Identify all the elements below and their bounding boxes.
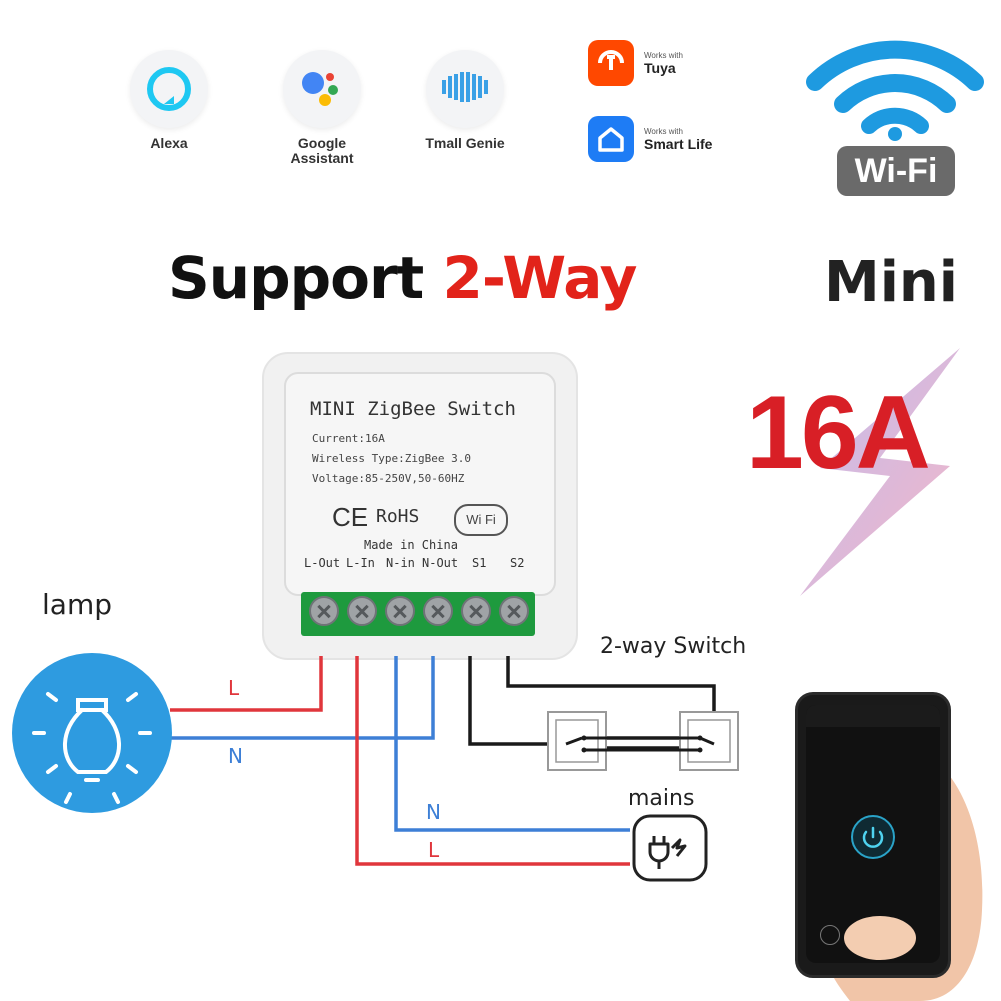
phone-app-header [806,705,940,727]
two-way-switch-icon [547,711,739,771]
google-assistant-badge: Google Assistant [267,50,377,166]
terminal-screw [423,596,453,626]
headline: Support 2-Way [168,244,637,312]
terminal-screw [309,596,339,626]
lamp-label: lamp [42,588,112,621]
terminal-label: N-Out [422,556,459,570]
current-badge: 16A [746,375,931,491]
made-in-china: Made in China [364,538,458,552]
headline-two-way: 2-Way [442,244,637,312]
module-title: MINI ZigBee Switch [310,398,516,420]
mains-label: mains [628,786,695,811]
terminal-label: N-in [386,556,415,570]
wifi-badge-text: Wi-Fi [837,146,955,196]
alexa-label: Alexa [150,135,188,151]
wifi-logo: Wi-Fi [805,22,985,202]
lamp-icon [12,653,172,813]
works-with-tuya: Works with Tuya [588,40,683,86]
wifi-icon [806,40,984,141]
tuya-works-with: Works with [644,50,683,60]
terminal-block [301,592,535,636]
mini-label: Mini [824,250,958,315]
tmall-genie-label: Tmall Genie [425,135,505,151]
rohs-mark: RoHS [376,506,420,527]
live-wire-mains [355,656,630,866]
wire-label-N: N [228,744,243,768]
terminal-screw [385,596,415,626]
headline-support: Support [168,244,424,312]
wifi-mark-icon: Wi Fi [454,504,508,536]
terminal-screw [499,596,529,626]
wire-label-L: L [228,676,240,700]
terminal-label: L-In [346,556,375,570]
terminal-label: S1 [472,556,487,570]
smartphone [795,692,951,978]
ce-mark: CE [332,502,369,532]
thumb-image [844,916,916,960]
s1-wire [468,656,566,746]
module-spec-wireless: Wireless Type:ZigBee 3.0 [312,452,471,465]
tuya-name: Tuya [644,59,676,76]
wire-label-L: L [428,838,440,862]
lightning-icon [800,348,960,596]
terminal-screw [347,596,377,626]
smart-life-works-with: Works with [644,126,683,136]
module-spec-current: Current:16A [312,432,385,445]
module-spec-voltage: Voltage:85-250V,50-60HZ [312,472,465,485]
terminal-label: L-Out [304,556,341,570]
google-assistant-icon [283,50,361,128]
switch-toggle-icon [851,815,895,859]
alexa-badge: Alexa [114,50,224,151]
google-assistant-label-line2: Assistant [290,150,354,166]
smart-life-name: Smart Life [644,135,713,152]
wire-label-N: N [426,800,441,824]
power-icon [820,925,840,945]
plug-icon [632,814,708,882]
works-with-smart-life: Works with Smart Life [588,116,712,162]
alexa-icon [130,50,208,128]
two-way-switch-label: 2-way Switch [600,634,747,659]
tmall-genie-badge: Tmall Genie [410,50,520,151]
tmall-genie-icon [426,50,504,128]
smart-life-icon [588,116,634,162]
terminal-label: S2 [510,556,525,570]
live-wire-lamp [170,656,323,712]
google-assistant-label-line1: Google [297,135,347,151]
terminal-screw [461,596,491,626]
neutral-wire-lamp [170,656,435,740]
neutral-wire-mains [394,656,630,832]
module-label-plate: MINI ZigBee Switch Current:16A Wireless … [284,372,556,596]
tuya-icon [588,40,634,86]
